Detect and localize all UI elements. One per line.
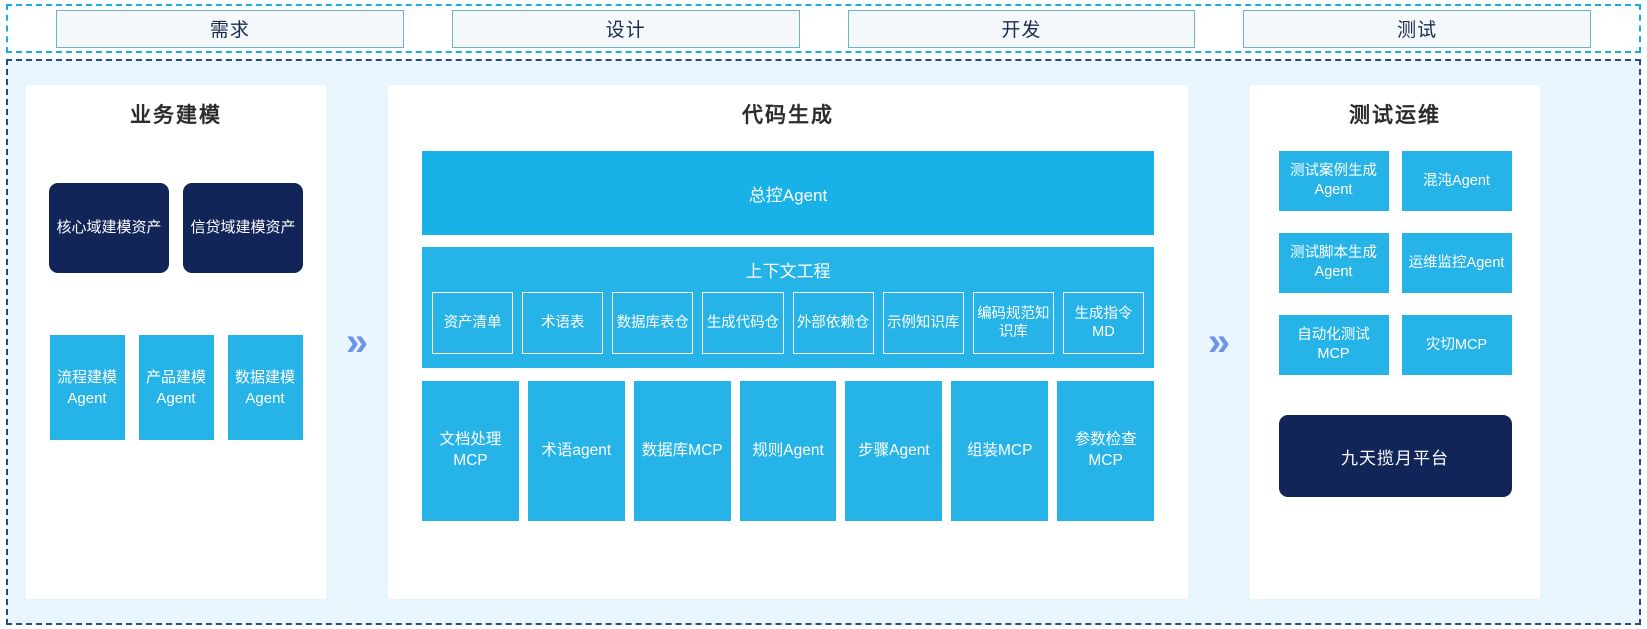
ops-grid: 测试案例生成Agent 混沌Agent 测试脚本生成Agent 运维监控Agen… [1278,151,1512,375]
context-item-external-dependency-repo[interactable]: 外部依赖仓 [792,292,874,354]
phase-box-requirements[interactable]: 需求 [56,9,404,48]
context-engineering-title: 上下文工程 [745,262,831,281]
panel-title-business-modeling: 业务建模 [130,104,222,127]
phase-box-development[interactable]: 开发 [847,9,1196,48]
ops-disaster-switch-mcp[interactable]: 灾切MCP [1401,315,1512,375]
panel-business-modeling: 业务建模 核心域建模资产 信贷域建模资产 流程建模Agent 产品建模Agent… [26,85,326,599]
ops-test-script-generation-agent[interactable]: 测试脚本生成Agent [1278,233,1389,293]
ops-test-case-generation-agent[interactable]: 测试案例生成Agent [1278,151,1389,211]
tool-step-agent[interactable]: 步骤Agent [845,381,943,521]
context-item-generated-code-repo[interactable]: 生成代码仓 [702,292,784,354]
context-item-glossary[interactable]: 术语表 [522,292,604,354]
double-chevron-right-icon-1: » [345,320,369,364]
tool-parameter-check-mcp[interactable]: 参数检查MCP [1057,381,1155,521]
double-chevron-right-icon-2: » [1207,320,1231,364]
tool-database-mcp[interactable]: 数据库MCP [633,381,731,521]
tool-rule-agent[interactable]: 规则Agent [739,381,837,521]
modeling-agent-row: 流程建模Agent 产品建模Agent 数据建模Agent [49,335,303,440]
agent-data-modeling[interactable]: 数据建模Agent [227,335,303,440]
ops-automated-test-mcp[interactable]: 自动化测试MCP [1278,315,1389,375]
context-engineering-block: 上下文工程 资产清单 术语表 数据库表仓 生成代码仓 外部依赖仓 示例知识库 编… [422,247,1154,368]
context-item-generation-instruction-md[interactable]: 生成指令MD [1062,292,1144,354]
code-generation-body: 总控Agent 上下文工程 资产清单 术语表 数据库表仓 生成代码仓 外部依赖仓… [402,143,1174,521]
ops-chaos-agent[interactable]: 混沌Agent [1401,151,1512,211]
panel-code-generation: 代码生成 总控Agent 上下文工程 资产清单 术语表 数据库表仓 生成代码仓 … [388,85,1188,599]
panel-title-test-ops: 测试运维 [1349,104,1441,127]
platform-jiutian-lanyue[interactable]: 九天揽月平台 [1278,415,1512,497]
tool-document-processing-mcp[interactable]: 文档处理MCP [422,381,519,521]
asset-row: 核心域建模资产 信贷域建模资产 [49,183,303,273]
agent-product-modeling[interactable]: 产品建模Agent [138,335,214,440]
master-control-agent[interactable]: 总控Agent [422,151,1154,235]
context-item-db-table-repo[interactable]: 数据库表仓 [612,292,694,354]
phase-bar: 需求 设计 开发 测试 [6,4,1641,53]
tool-row: 文档处理MCP 术语agent 数据库MCP 规则Agent 步骤Agent 组… [422,381,1155,521]
phase-box-testing[interactable]: 测试 [1243,9,1591,48]
asset-box-credit-domain[interactable]: 信贷域建模资产 [183,183,303,273]
phase-box-design[interactable]: 设计 [451,9,800,48]
agent-process-modeling[interactable]: 流程建模Agent [49,335,125,440]
tool-glossary-agent[interactable]: 术语agent [527,381,625,521]
panel-title-code-generation: 代码生成 [742,104,834,127]
context-item-asset-list[interactable]: 资产清单 [432,292,514,354]
asset-box-core-domain[interactable]: 核心域建模资产 [49,183,169,273]
context-items-row: 资产清单 术语表 数据库表仓 生成代码仓 外部依赖仓 示例知识库 编码规范知识库… [432,292,1144,354]
ops-monitoring-agent[interactable]: 运维监控Agent [1401,233,1512,293]
context-item-coding-standard-knowledge-base[interactable]: 编码规范知识库 [972,292,1054,354]
panel-test-ops: 测试运维 测试案例生成Agent 混沌Agent 测试脚本生成Agent 运维监… [1250,85,1540,599]
tool-assembly-mcp[interactable]: 组装MCP [951,381,1049,521]
main-stage: 业务建模 核心域建模资产 信贷域建模资产 流程建模Agent 产品建模Agent… [6,59,1641,625]
context-item-example-knowledge-base[interactable]: 示例知识库 [882,292,964,354]
